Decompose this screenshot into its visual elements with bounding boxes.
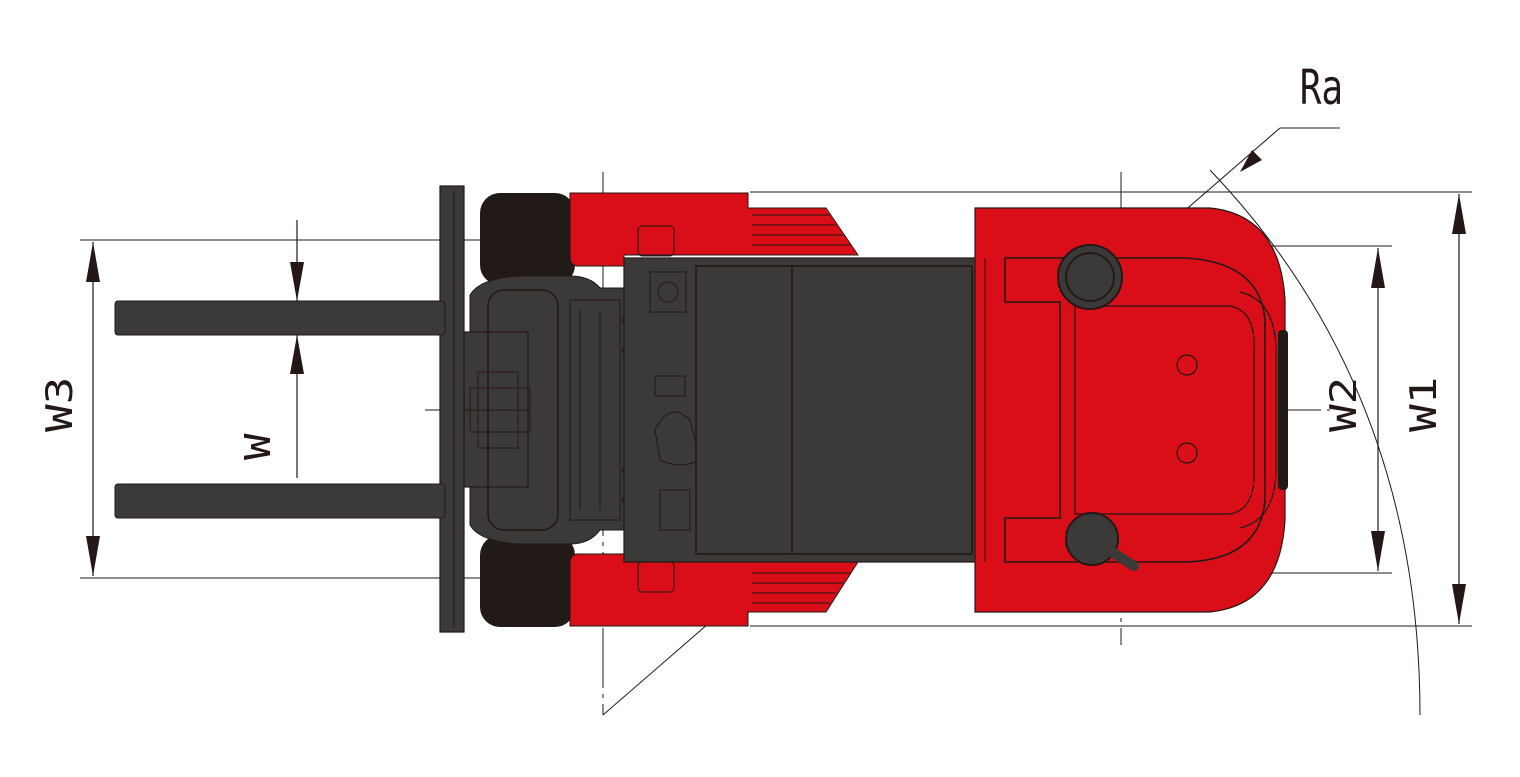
label-w2: W2 — [1322, 377, 1365, 432]
w2-arrow-top — [1371, 248, 1385, 288]
rear-hub-top-inner — [1065, 252, 1115, 302]
fork-carriage — [439, 185, 465, 633]
label-w: W — [238, 433, 279, 460]
counterweight-body — [974, 207, 1286, 613]
front-fender-top — [569, 192, 859, 267]
fender-grille-bottom — [752, 572, 850, 604]
front-tire-bottom — [480, 535, 575, 627]
rear-light — [1278, 330, 1288, 490]
fork-upper — [114, 300, 446, 336]
w-arrow-bottom — [290, 335, 304, 374]
ra-arrowhead — [1240, 150, 1262, 172]
rear-hub-top — [1057, 244, 1123, 310]
battery-cover-right — [791, 265, 973, 555]
label-w1: W1 — [1402, 377, 1445, 432]
fork-lower — [114, 483, 446, 519]
chassis-mount-hooks — [637, 225, 701, 593]
w3-arrow-bottom — [86, 536, 100, 576]
w1-arrow-bottom — [1452, 584, 1466, 624]
w3-arrow-top — [86, 242, 100, 282]
w-arrow-top — [290, 262, 304, 301]
seat-bolt-top — [1176, 354, 1198, 376]
w2-arrow-bottom — [1371, 531, 1385, 571]
fender-grille-top — [752, 214, 850, 246]
rear-grip — [1239, 291, 1277, 529]
seat-bolt-bottom — [1176, 442, 1198, 464]
label-ra: Ra — [1300, 61, 1343, 116]
seat-outline — [1074, 305, 1255, 515]
label-w3: W3 — [38, 377, 81, 432]
battery-cover-left — [695, 265, 793, 555]
tilt-lever — [1087, 534, 1139, 571]
front-tire-top — [480, 193, 575, 285]
w1-arrow-top — [1452, 194, 1466, 234]
front-fender-bottom — [569, 553, 859, 627]
overhead-guard-outline — [1004, 257, 1266, 563]
